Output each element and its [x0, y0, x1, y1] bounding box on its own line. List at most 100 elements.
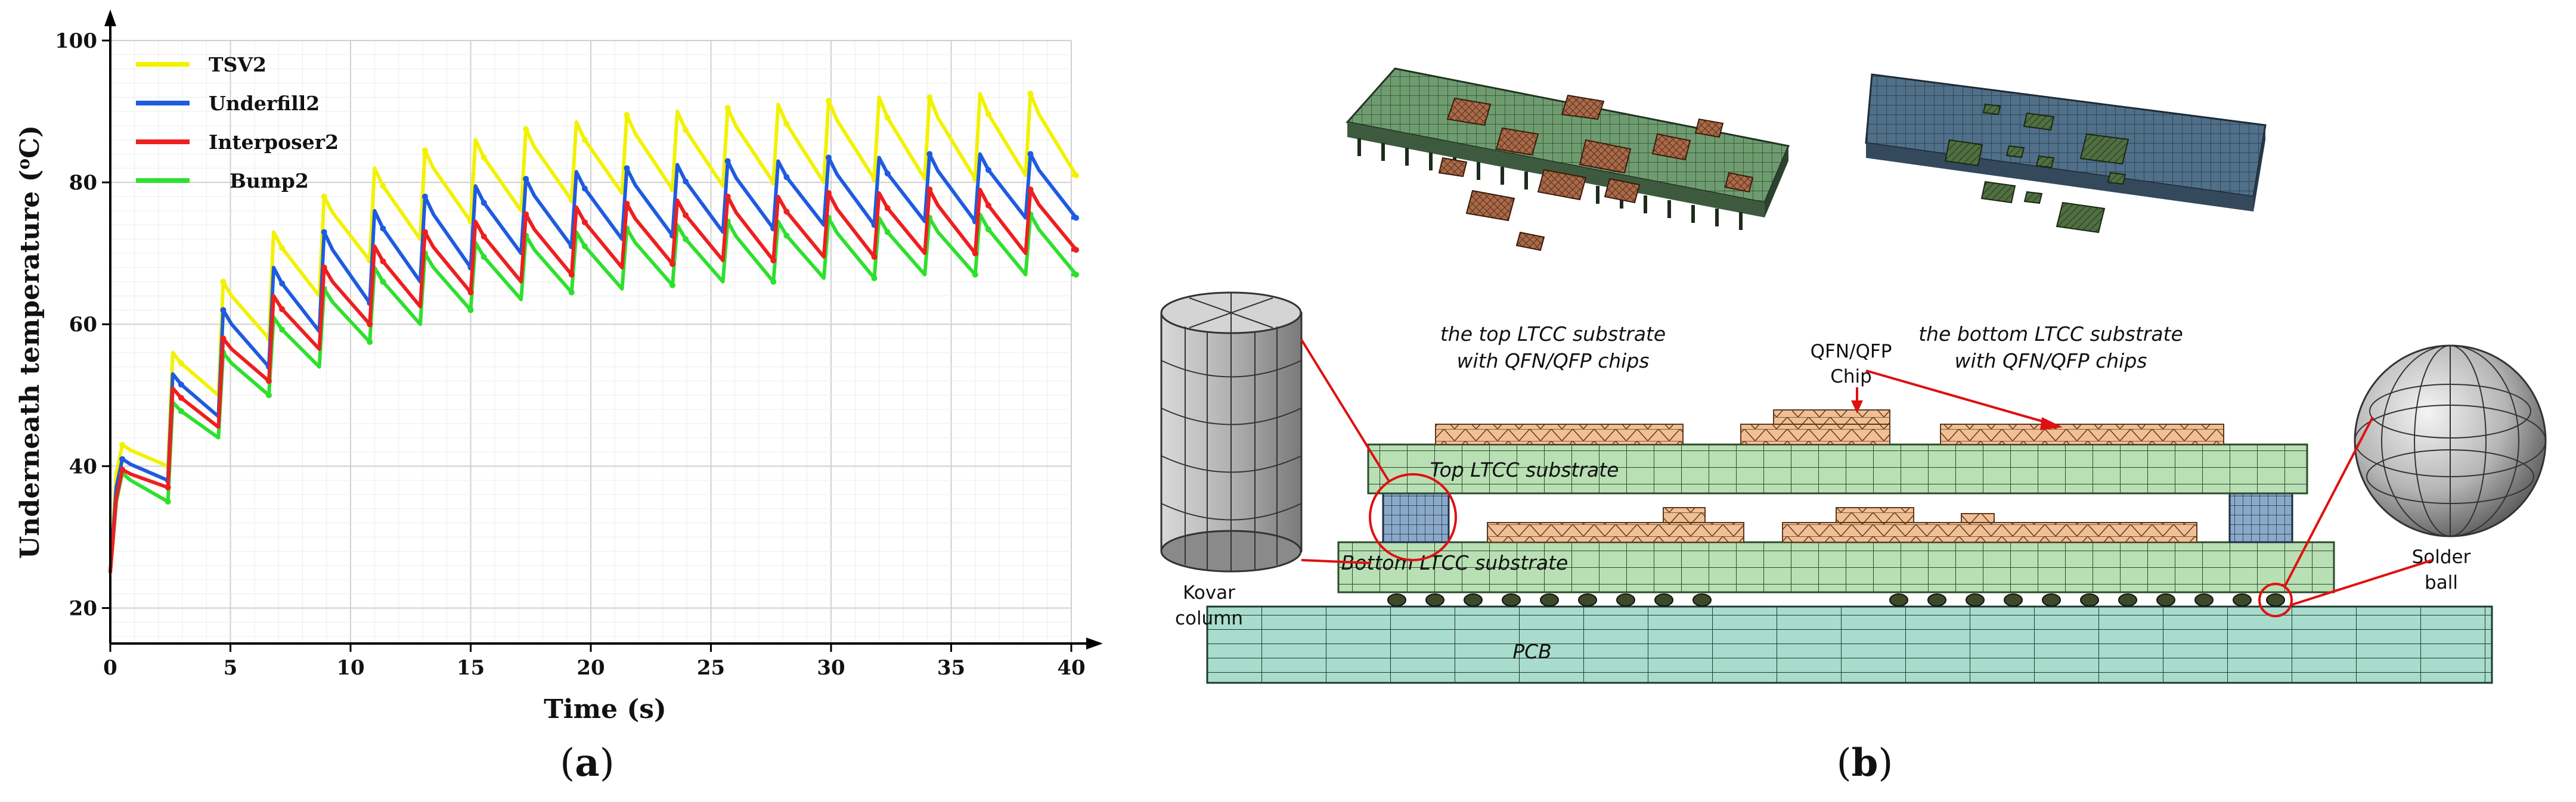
series-marker-tsv2: [926, 94, 933, 101]
x-tick-label: 10: [336, 656, 364, 680]
series-marker-bump2: [985, 226, 991, 232]
top-board-chips: [1438, 94, 1754, 251]
series-marker-underfill2: [724, 158, 731, 164]
series-marker-underfill2: [279, 280, 286, 287]
pcb-label-text: PCB: [1512, 640, 1552, 663]
top-substrate-caption-2: with QFN/QFP chips: [1457, 349, 1650, 372]
x-tick-label: 0: [103, 656, 117, 680]
panel-label-b: (b): [1837, 741, 1893, 785]
package-model-figure: the top LTCC substrate with QFN/QFP chip…: [1160, 67, 2547, 785]
y-axis-title: Underneath temperature (oC): [14, 125, 45, 559]
series-marker-tsv2: [178, 360, 184, 366]
top-substrate-caption-1: the top LTCC substrate: [1440, 322, 1666, 346]
series-marker-interposer2: [421, 229, 428, 235]
series-marker-tsv2: [279, 245, 286, 251]
series-marker-interposer2: [467, 289, 474, 296]
solder-balls: [1387, 593, 2285, 607]
solder-callout: [2258, 416, 2433, 617]
bottom-substrate-3d: [1865, 73, 2267, 234]
series-marker-interposer2: [568, 271, 575, 278]
series-marker-bump2: [683, 236, 689, 243]
series-marker-bump2: [380, 278, 386, 285]
series-marker-tsv2: [523, 126, 529, 132]
y-tick-label: 20: [69, 596, 97, 620]
panel-label-a: (a): [560, 741, 614, 785]
series-marker-tsv2: [1073, 172, 1080, 179]
series-line-bump2: [109, 212, 1078, 573]
y-tick-label: 100: [55, 29, 97, 53]
series-marker-tsv2: [783, 120, 790, 127]
kovar-label-2: column: [1175, 608, 1243, 629]
series-marker-interposer2: [481, 233, 487, 240]
series-marker-interposer2: [770, 257, 777, 264]
bottom-substrate-caption-1: the bottom LTCC substrate: [1918, 322, 2183, 346]
x-axis-arrow: [1086, 638, 1103, 649]
series-marker-interposer2: [523, 211, 529, 217]
series-marker-bump2: [770, 278, 777, 285]
series-marker-interposer2: [669, 261, 676, 268]
series-marker-interposer2: [380, 258, 386, 265]
series-marker-underfill2: [421, 193, 428, 200]
legend-label-interposer2: Interposer2: [209, 130, 339, 154]
x-tick-label: 20: [576, 656, 605, 680]
series-marker-interposer2: [624, 200, 630, 207]
series-marker-interposer2: [884, 205, 891, 212]
top-ltcc-layer: [1367, 443, 2308, 495]
chip-label-2: Chip: [1830, 366, 1872, 387]
series-marker-interposer2: [321, 264, 327, 271]
series-marker-interposer2: [1027, 186, 1034, 193]
series-marker-bump2: [367, 339, 373, 345]
x-tick-label: 30: [817, 656, 845, 680]
series-marker-underfill2: [926, 151, 933, 157]
bottom-ltcc-label-text: Bottom LTCC substrate: [1341, 551, 1568, 574]
legend: TSV2 Underfill2 Interposer2 Bump2: [136, 53, 339, 192]
series-marker-bump2: [279, 327, 286, 333]
series-marker-interposer2: [985, 202, 991, 209]
series-line-underfill2: [109, 152, 1078, 573]
series-marker-interposer2: [367, 321, 373, 328]
solder-ball-3d: [2354, 344, 2547, 537]
series-marker-interposer2: [1073, 247, 1080, 253]
series-marker-tsv2: [624, 112, 630, 119]
x-tick-label: 40: [1057, 656, 1085, 680]
series-marker-interposer2: [783, 209, 790, 215]
series-marker-interposer2: [165, 484, 171, 491]
data-series: [109, 91, 1080, 573]
series-marker-interposer2: [683, 212, 689, 219]
kovar-column-left: [1382, 492, 1450, 543]
series-marker-interposer2: [220, 335, 227, 342]
series-marker-underfill2: [985, 167, 991, 173]
x-tick-label: 15: [457, 656, 485, 680]
series-marker-interposer2: [178, 394, 184, 401]
series-line-tsv2: [109, 92, 1078, 573]
series-marker-interposer2: [926, 186, 933, 193]
y-tick-label: 60: [69, 313, 97, 337]
kovar-column-3d: [1160, 291, 1303, 573]
x-tick-label: 5: [224, 656, 238, 680]
series-marker-underfill2: [783, 174, 790, 181]
series-line-interposer2: [109, 188, 1078, 573]
series-marker-bump2: [568, 289, 575, 296]
kovar-column-right: [2228, 492, 2293, 543]
series-marker-interposer2: [972, 250, 978, 257]
legend-label-underfill2: Underfill2: [209, 92, 320, 115]
series-marker-bump2: [467, 307, 474, 313]
series-marker-underfill2: [624, 165, 630, 172]
series-marker-bump2: [265, 392, 272, 399]
series-marker-tsv2: [985, 111, 991, 117]
series-marker-tsv2: [1027, 91, 1034, 97]
x-tick-label: 35: [937, 656, 965, 680]
series-marker-tsv2: [724, 105, 731, 111]
series-marker-tsv2: [421, 147, 428, 154]
series-marker-underfill2: [178, 381, 184, 388]
series-marker-underfill2: [581, 185, 588, 192]
series-marker-tsv2: [481, 154, 487, 161]
series-marker-interposer2: [279, 306, 286, 312]
series-marker-tsv2: [884, 114, 891, 121]
series-marker-underfill2: [683, 178, 689, 185]
series-marker-interposer2: [581, 219, 588, 226]
bottom-ltcc-chips: [1487, 507, 2197, 543]
series-marker-underfill2: [825, 154, 832, 161]
